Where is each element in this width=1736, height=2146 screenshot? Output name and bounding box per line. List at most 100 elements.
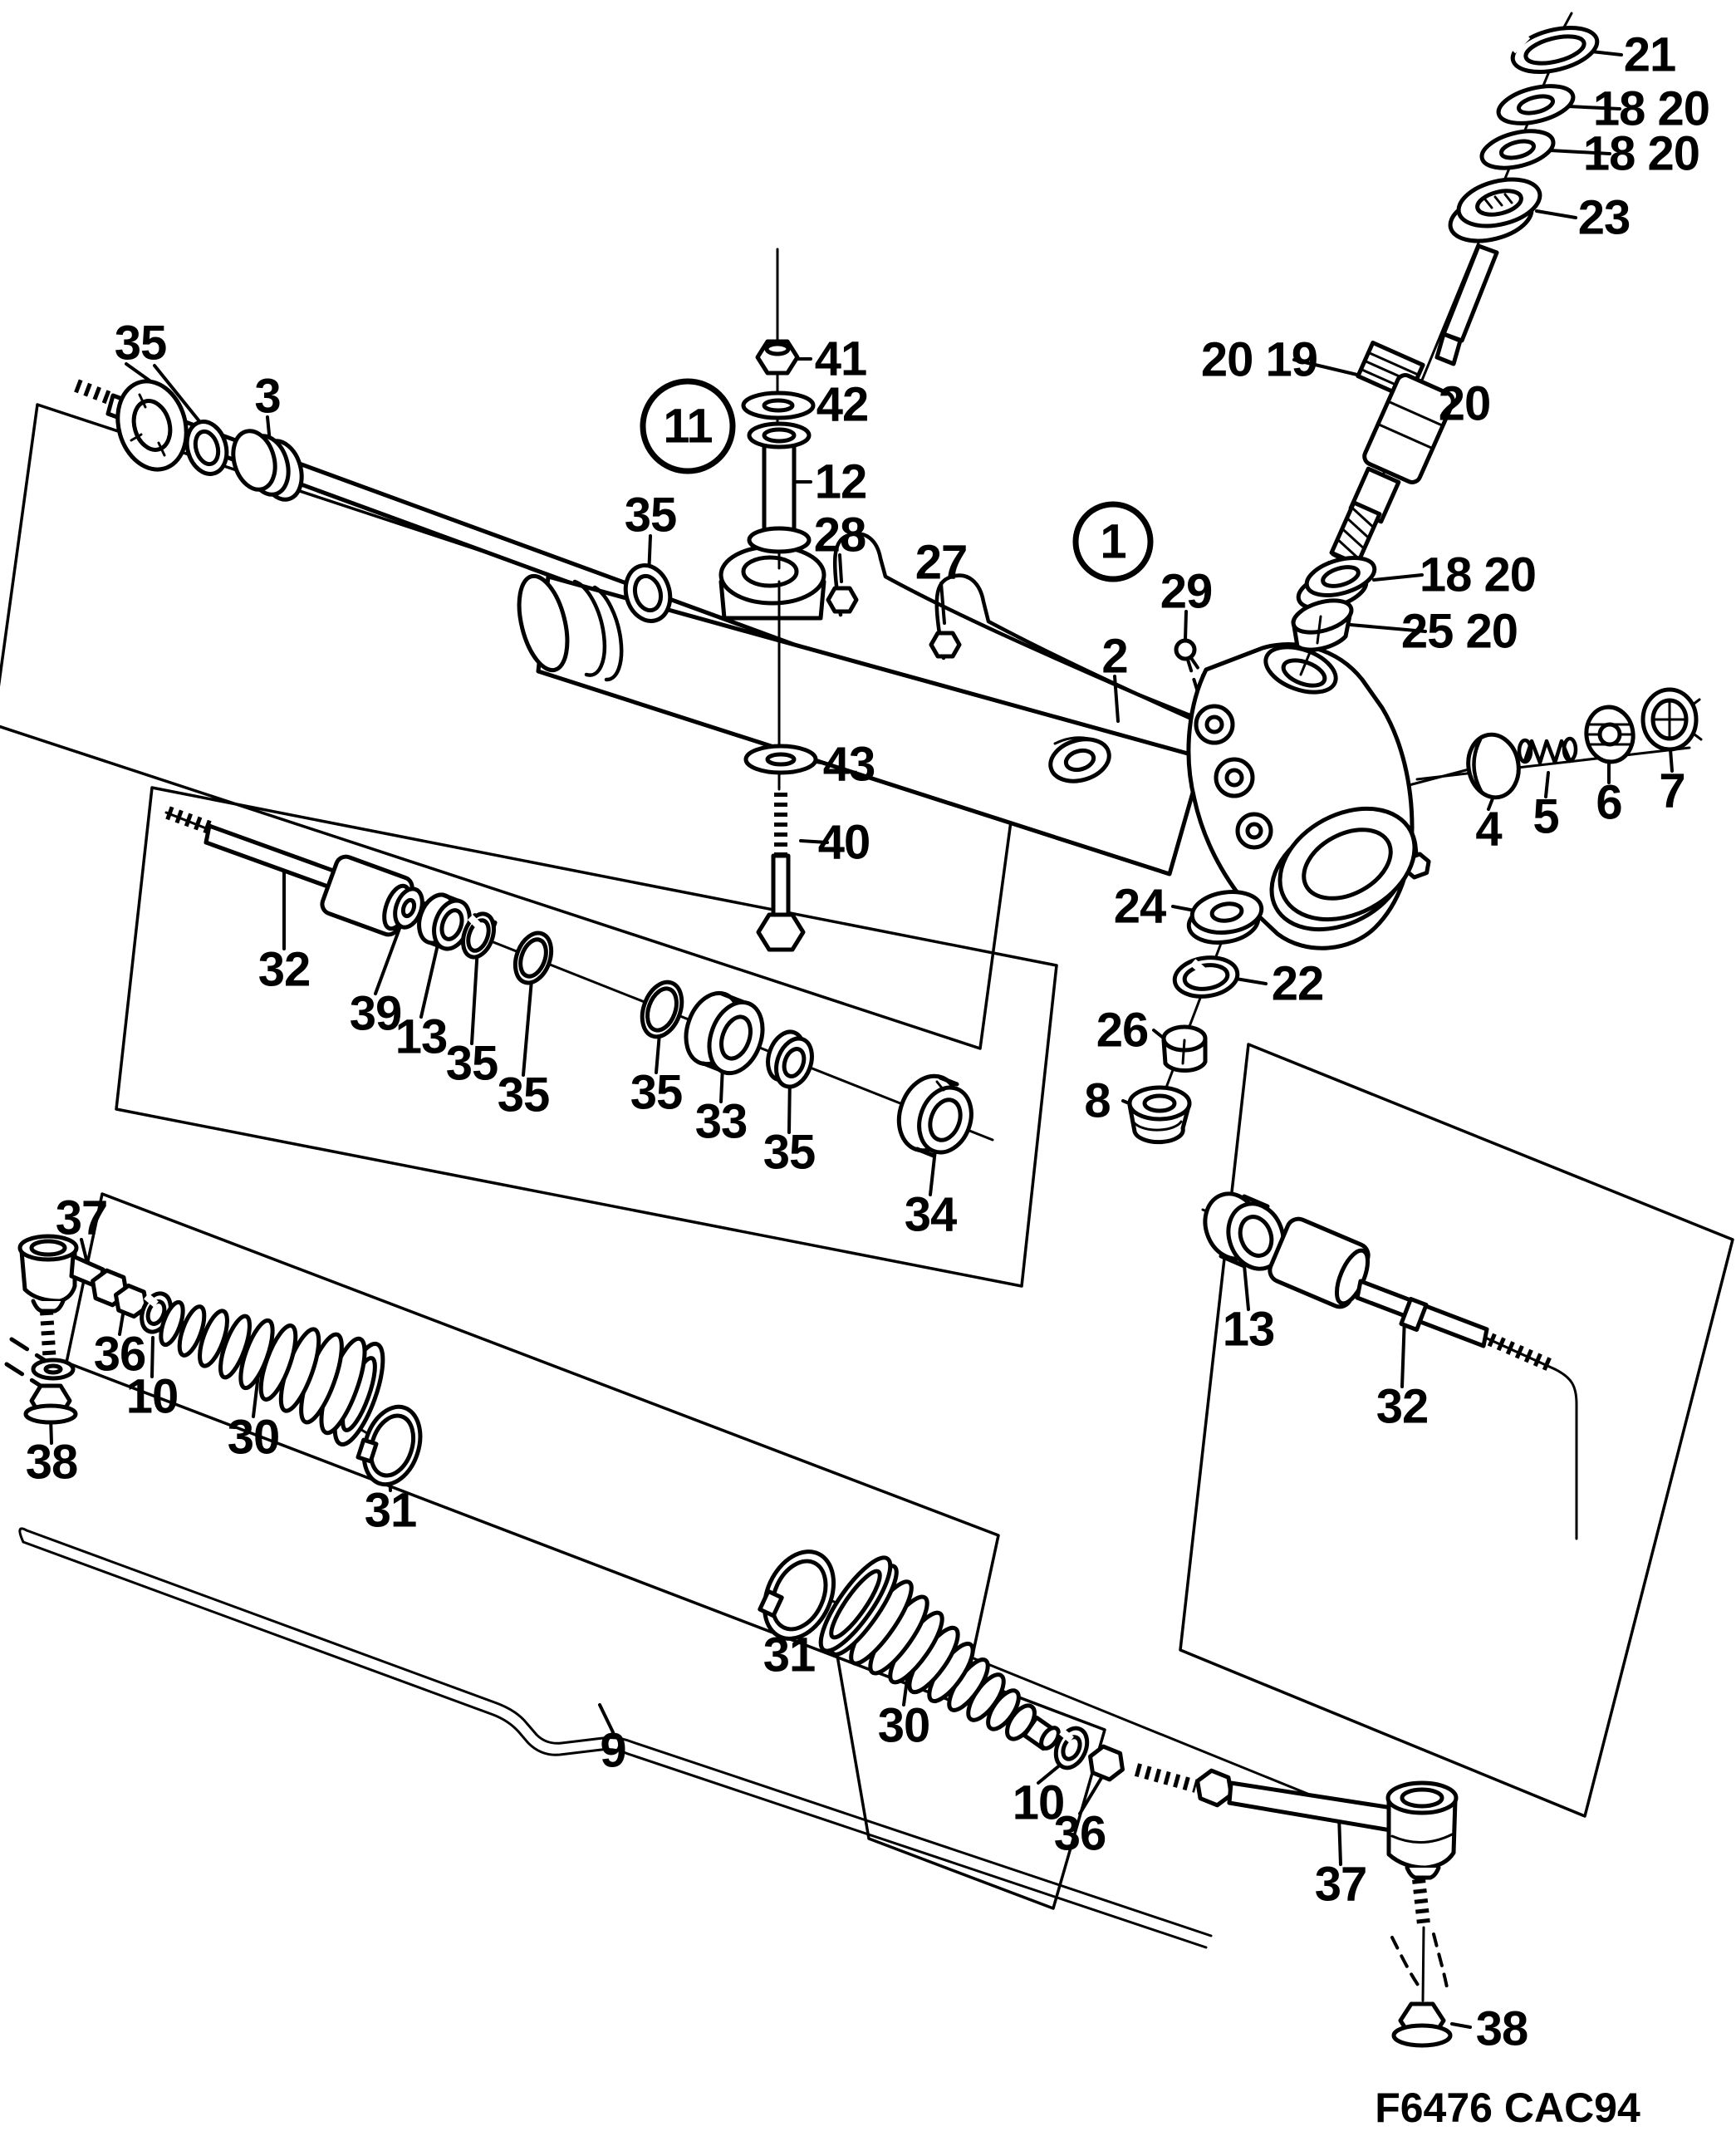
pinion-body-20: [1322, 373, 1455, 577]
part-number-label: 25 20: [1401, 605, 1518, 659]
washer-42: [741, 390, 816, 420]
part-number-label: 26: [1096, 1004, 1149, 1058]
part-number-label: 37: [1315, 1858, 1367, 1912]
bellows-30-left: [159, 1299, 385, 1447]
washer-43: [743, 744, 818, 775]
part-number-label: 27: [915, 536, 968, 590]
part-number-label: 42: [817, 378, 869, 432]
circled-reference-number: 11: [663, 400, 712, 454]
fluid-pipe-9: [18, 1527, 1213, 1949]
pinion-shaft-assembly: [1291, 12, 1600, 676]
end-plug-row: [1415, 687, 1703, 800]
steering-gear-housing: [517, 532, 1431, 950]
part-number-label: 29: [1160, 565, 1213, 619]
part-number-label: 3: [254, 370, 280, 424]
part-number-label: 10: [1013, 1776, 1065, 1830]
bushing-26: [1161, 1024, 1208, 1073]
part-number-label: 35: [763, 1126, 816, 1180]
spacer-12: [747, 421, 812, 554]
part-number-label: 35: [115, 317, 167, 371]
seal-housing-33: [684, 990, 765, 1076]
part-number-label: 12: [815, 455, 867, 509]
part-number-label: 18 20: [1583, 127, 1699, 181]
part-number-label: 31: [763, 1628, 816, 1682]
part-number-label: 35: [446, 1037, 498, 1091]
o-ring-35-b: [512, 931, 554, 985]
mounting-boss: [718, 544, 826, 621]
cap-8: [1127, 1085, 1192, 1145]
part-number-label: 30: [228, 1411, 280, 1465]
part-number-label: 9: [600, 1724, 625, 1778]
part-number-label: 32: [258, 943, 311, 997]
bushing-25-20: [1291, 598, 1354, 652]
part-number-label: 22: [1272, 957, 1324, 1011]
part-number-label: 40: [818, 816, 870, 870]
part-number-label: 5: [1532, 790, 1558, 844]
end-bushing-34: [896, 1073, 973, 1158]
bearing-23: [1448, 177, 1542, 243]
bellows-30-right: [818, 1555, 1061, 1751]
part-number-label: 10: [126, 1370, 179, 1424]
part-number-label: 35: [498, 1068, 550, 1122]
seal-35-d: [766, 1029, 814, 1089]
lock-ring-7: [1640, 687, 1703, 752]
part-number-label: 34: [905, 1188, 957, 1242]
clamp-bolt-assembly: [741, 248, 818, 952]
washer-24: [1186, 890, 1264, 945]
washer-39: [393, 886, 424, 930]
tie-rod-end-37-right: [1134, 1763, 1459, 2048]
snap-ring-22: [1172, 955, 1240, 999]
bushing-13-right: [1203, 1191, 1286, 1271]
part-number-label: 20 19: [1201, 333, 1317, 387]
part-number-label: 36: [94, 1328, 146, 1382]
part-number-label: 28: [814, 508, 866, 562]
bracket-boss: [1048, 736, 1111, 783]
part-number-label: 18 20: [1420, 548, 1536, 602]
part-number-label: 39: [350, 987, 402, 1041]
figure-code: F6476 CAC94: [1375, 2085, 1640, 2131]
end-cap-4: [1466, 732, 1521, 800]
part-number-label: 37: [56, 1191, 108, 1245]
bolt-40: [756, 793, 806, 952]
part-number-label: 36: [1054, 1807, 1106, 1861]
part-number-label: 41: [815, 332, 867, 386]
column-shaft: [1356, 243, 1499, 401]
circled-reference-11: 11: [640, 378, 736, 474]
circled-reference-number: 1: [1100, 515, 1125, 569]
part-number-label: 20: [1439, 377, 1491, 431]
rack-ring: [184, 420, 229, 476]
circled-reference-1: 1: [1072, 501, 1154, 582]
part-number-label: 13: [1223, 1303, 1275, 1357]
plug-6: [1584, 705, 1635, 764]
clamp-31-left: [356, 1404, 423, 1487]
part-number-label: 38: [1476, 2002, 1528, 2056]
washer-18-20-a: [1496, 84, 1576, 125]
clamp-31-right: [758, 1549, 836, 1641]
valve-housing: [1186, 642, 1417, 950]
snap-ring-21: [1508, 26, 1600, 74]
part-number-label: 6: [1596, 776, 1621, 830]
rack-collar: [231, 429, 304, 502]
spring-5: [1517, 736, 1578, 765]
part-number-label: 35: [625, 489, 677, 543]
part-number-label: 23: [1578, 191, 1631, 245]
circled-labels: 111: [640, 378, 1154, 582]
lower-valve-parts: [1127, 890, 1264, 1145]
part-number-label: 7: [1659, 764, 1685, 818]
housing-end-seal-ring: [623, 563, 673, 623]
part-number-label: 35: [630, 1066, 683, 1120]
part-number-label: 32: [1376, 1380, 1429, 1434]
part-number-label: 8: [1084, 1074, 1110, 1128]
part-number-label: 2: [1101, 630, 1127, 684]
part-number-label: 4: [1475, 803, 1502, 857]
washer-18-20-b: [1479, 129, 1556, 170]
o-ring-35-c: [640, 980, 684, 1039]
lock-washer-10-right: [1053, 1726, 1090, 1770]
jam-nut-36-right: [1088, 1744, 1125, 1782]
part-number-label: 18 20: [1593, 82, 1709, 136]
part-number-label: 43: [823, 738, 875, 792]
part-number-label: 13: [395, 1010, 448, 1064]
part-number-label: 30: [878, 1699, 930, 1753]
rack-support-washer: [115, 379, 189, 472]
